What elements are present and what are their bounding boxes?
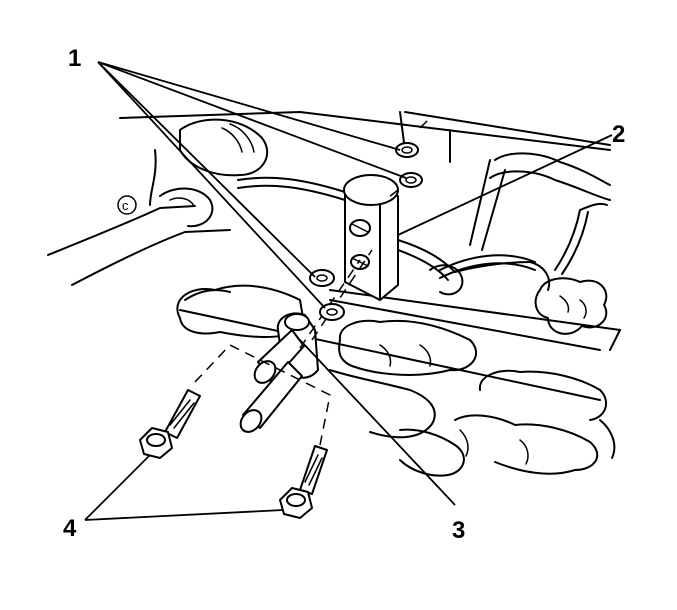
callout-4: 4 [63, 515, 77, 542]
fuel-block [343, 174, 399, 301]
callout-2: 2 [612, 121, 625, 148]
circle-c-mark: c [117, 195, 137, 215]
callout-leaders [84, 61, 613, 521]
mounting-bolts [139, 344, 331, 519]
engine-background [47, 111, 621, 477]
fuel-pipe-fitting [239, 249, 373, 433]
callout-1: 1 [68, 45, 81, 72]
callout-3: 3 [452, 517, 465, 544]
circle-c-mark-text: c [122, 198, 129, 213]
o-ring-seals [309, 117, 431, 321]
